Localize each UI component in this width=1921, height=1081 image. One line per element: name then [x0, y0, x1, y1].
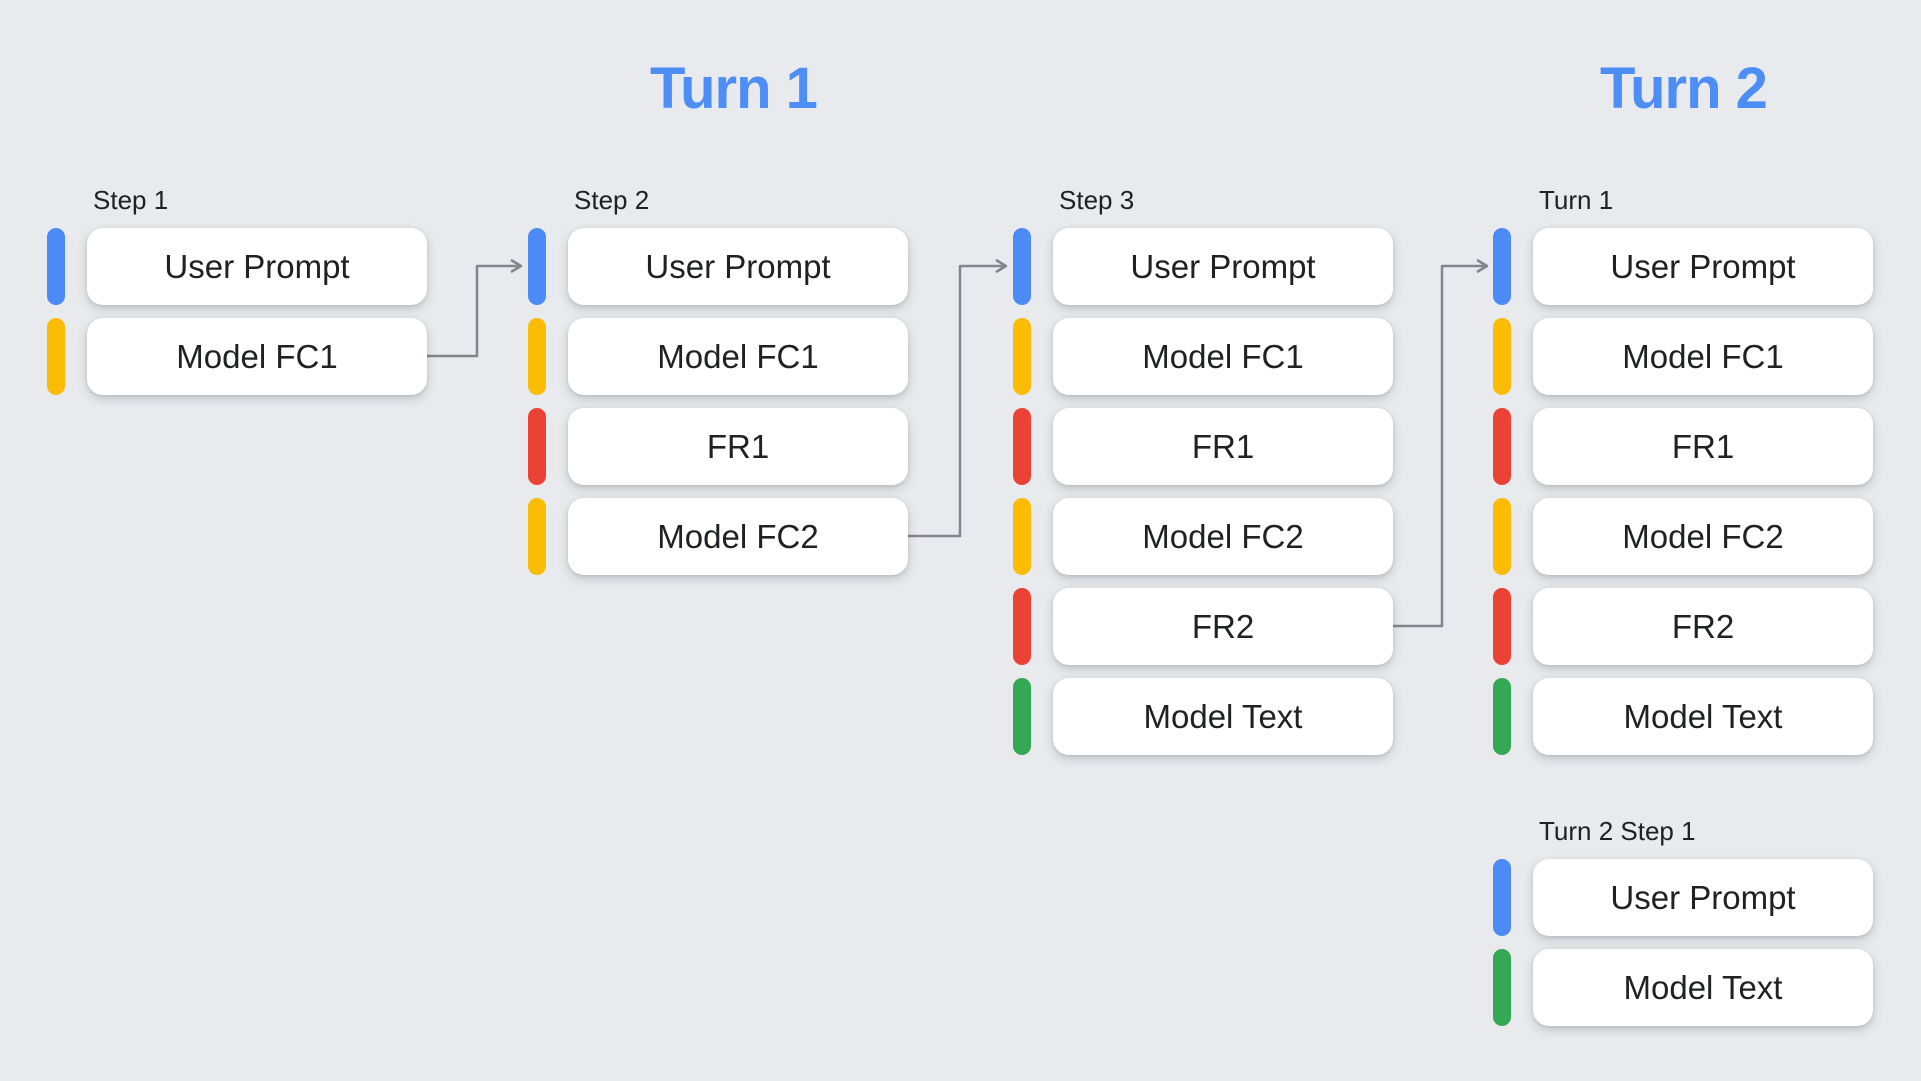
card-fr1: FR1: [1013, 408, 1395, 485]
user-prompt-color-bar: [1013, 228, 1031, 305]
column-label: Step 1: [93, 185, 169, 215]
card-user-prompt: User Prompt: [47, 228, 429, 305]
function-response-color-bar: [1493, 408, 1511, 485]
user-prompt-color-bar: [47, 228, 65, 305]
arrow-step3-to-turn1: [1393, 258, 1489, 628]
card-label: Model FC2: [1533, 498, 1873, 575]
user-prompt-color-bar: [528, 228, 546, 305]
card-user-prompt: User Prompt: [528, 228, 910, 305]
card-fr2: FR2: [1493, 588, 1875, 665]
card-label: Model FC1: [1053, 318, 1393, 395]
arrow-step1-to-step2: [427, 258, 523, 358]
model-fc-color-bar: [528, 318, 546, 395]
card-label: Model Text: [1533, 949, 1873, 1026]
card-model-fc2: Model FC2: [1013, 498, 1395, 575]
step-1-column: Step 1 User Prompt Model FC1: [47, 185, 429, 408]
card-user-prompt: User Prompt: [1493, 859, 1875, 936]
card-label: User Prompt: [87, 228, 427, 305]
card-user-prompt: User Prompt: [1013, 228, 1395, 305]
model-text-color-bar: [1493, 678, 1511, 755]
turn-1-title: Turn 1: [650, 56, 818, 121]
card-label: FR2: [1053, 588, 1393, 665]
model-text-color-bar: [1493, 949, 1511, 1026]
card-label: User Prompt: [1533, 228, 1873, 305]
function-response-color-bar: [1493, 588, 1511, 665]
card-label: Model FC2: [568, 498, 908, 575]
card-model-fc1: Model FC1: [1493, 318, 1875, 395]
card-fr1: FR1: [1493, 408, 1875, 485]
card-label: Model Text: [1053, 678, 1393, 755]
column-label: Step 2: [574, 185, 650, 215]
model-fc-color-bar: [47, 318, 65, 395]
card-label: Model Text: [1533, 678, 1873, 755]
card-label: FR1: [1533, 408, 1873, 485]
column-label: Step 3: [1059, 185, 1135, 215]
user-prompt-color-bar: [1493, 859, 1511, 936]
card-model-text: Model Text: [1493, 678, 1875, 755]
model-fc-color-bar: [1013, 318, 1031, 395]
card-model-fc2: Model FC2: [528, 498, 910, 575]
card-model-fc2: Model FC2: [1493, 498, 1875, 575]
turn-2-step-1-group: Turn 2 Step 1 User Prompt Model Text: [1493, 816, 1875, 1039]
card-model-fc1: Model FC1: [1013, 318, 1395, 395]
model-fc-color-bar: [1013, 498, 1031, 575]
arrow-step2-to-step3: [908, 258, 1008, 538]
turn-1-column: Turn 1 User Prompt Model FC1 FR1 Model F…: [1493, 185, 1875, 768]
card-label: User Prompt: [568, 228, 908, 305]
card-label: Model FC1: [1533, 318, 1873, 395]
card-fr2: FR2: [1013, 588, 1395, 665]
card-label: User Prompt: [1533, 859, 1873, 936]
model-text-color-bar: [1013, 678, 1031, 755]
model-fc-color-bar: [1493, 318, 1511, 395]
model-fc-color-bar: [528, 498, 546, 575]
card-model-text: Model Text: [1013, 678, 1395, 755]
turn-2-title: Turn 2: [1600, 56, 1768, 121]
column-label: Turn 1: [1539, 185, 1614, 215]
function-response-color-bar: [1013, 408, 1031, 485]
card-label: FR2: [1533, 588, 1873, 665]
card-label: User Prompt: [1053, 228, 1393, 305]
card-fr1: FR1: [528, 408, 910, 485]
card-model-fc1: Model FC1: [47, 318, 429, 395]
card-label: FR1: [1053, 408, 1393, 485]
model-fc-color-bar: [1493, 498, 1511, 575]
function-response-color-bar: [528, 408, 546, 485]
card-model-fc1: Model FC1: [528, 318, 910, 395]
card-label: Model FC1: [87, 318, 427, 395]
card-model-text: Model Text: [1493, 949, 1875, 1026]
user-prompt-color-bar: [1493, 228, 1511, 305]
step-2-column: Step 2 User Prompt Model FC1 FR1 Model F…: [528, 185, 910, 588]
function-response-color-bar: [1013, 588, 1031, 665]
column-label: Turn 2 Step 1: [1539, 816, 1696, 846]
card-user-prompt: User Prompt: [1493, 228, 1875, 305]
card-label: FR1: [568, 408, 908, 485]
card-label: Model FC2: [1053, 498, 1393, 575]
step-3-column: Step 3 User Prompt Model FC1 FR1 Model F…: [1013, 185, 1395, 768]
card-label: Model FC1: [568, 318, 908, 395]
